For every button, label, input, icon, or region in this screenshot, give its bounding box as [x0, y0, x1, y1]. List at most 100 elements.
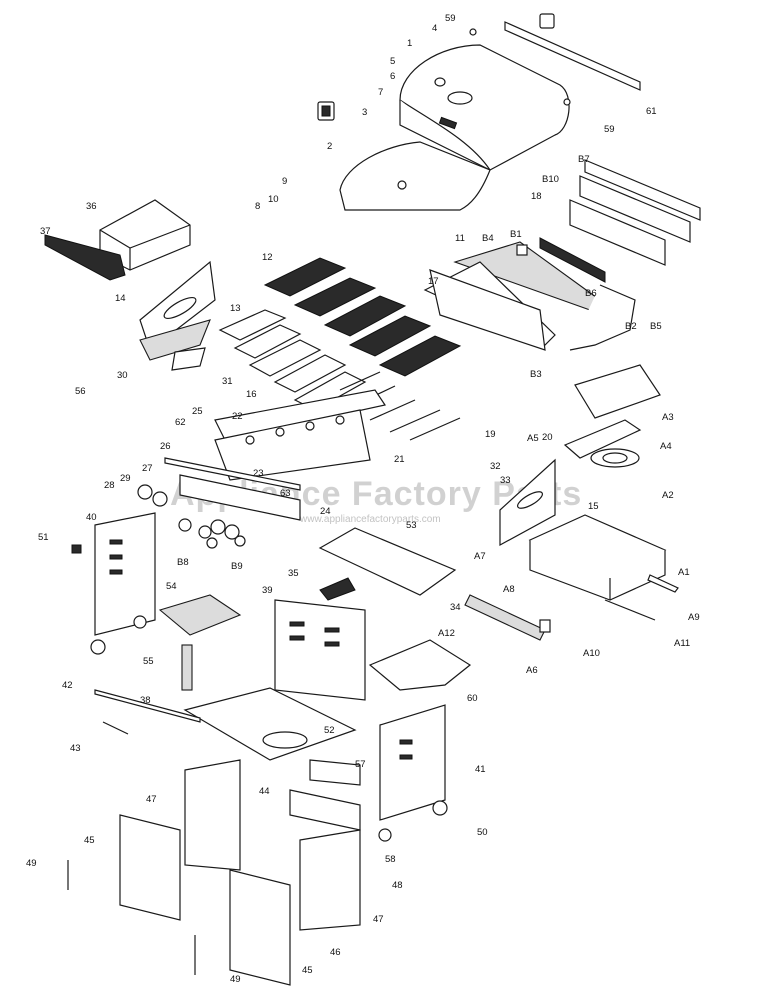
callout-B7: B7: [578, 154, 590, 165]
callout-59b: 59: [604, 124, 615, 135]
part-control-panel: [164, 457, 301, 521]
callout-52: 52: [324, 725, 335, 736]
callout-62: 62: [175, 417, 186, 428]
part-inner-lid: [339, 141, 491, 211]
callout-1: 1: [407, 38, 412, 49]
callout-48: 48: [392, 880, 403, 891]
callout-A4: A4: [660, 441, 672, 452]
callout-20: 20: [542, 432, 553, 443]
callout-38: 38: [140, 695, 151, 706]
callout-9: 9: [282, 176, 287, 187]
part-left-cart-panel: [71, 512, 156, 655]
callout-11: 11: [455, 233, 465, 244]
callout-A9: A9: [688, 612, 700, 623]
callout-A5: A5: [527, 433, 539, 444]
part-side-box: [44, 199, 191, 281]
part-door-hinges: [289, 759, 361, 831]
callout-42: 42: [62, 680, 73, 691]
callout-22: 22: [232, 411, 243, 422]
callout-18: 18: [531, 191, 542, 202]
callout-31: 31: [222, 376, 233, 387]
callout-6: 6: [390, 71, 395, 82]
callout-28: 28: [104, 480, 115, 491]
callout-35: 35: [288, 568, 299, 579]
callout-A11: A11: [674, 638, 690, 649]
callout-19: 19: [485, 429, 496, 440]
part-cart-base: [94, 687, 357, 761]
callout-45b: 45: [302, 965, 313, 976]
callout-56: 56: [75, 386, 86, 397]
part-back-panels: [569, 159, 701, 351]
callout-23: 23: [253, 468, 264, 479]
callout-30: 30: [117, 370, 128, 381]
callout-43: 43: [70, 743, 81, 754]
callout-40: 40: [86, 512, 97, 523]
callout-B2: B2: [625, 321, 637, 332]
callout-45a: 45: [84, 835, 95, 846]
callout-50: 50: [477, 827, 488, 838]
callout-B10: B10: [542, 174, 559, 185]
callout-B8: B8: [177, 557, 189, 568]
watermark-url: www.appliancefactoryparts.com: [299, 514, 441, 525]
callout-17: 17: [428, 276, 439, 287]
part-door-right: [194, 829, 361, 986]
part-left-firebox-side: [139, 260, 216, 371]
callout-41: 41: [475, 764, 486, 775]
callout-A6: A6: [526, 665, 538, 676]
part-bottom-shelf: [158, 594, 242, 691]
callout-13: 13: [230, 303, 241, 314]
callout-29: 29: [120, 473, 131, 484]
part-lid-handle: [469, 13, 641, 106]
callout-4: 4: [432, 23, 437, 34]
callout-A10: A10: [583, 648, 600, 659]
callout-B4: B4: [482, 233, 494, 244]
callout-34: 34: [450, 602, 461, 613]
callout-49a: 49: [26, 858, 37, 869]
callout-14: 14: [115, 293, 126, 304]
callout-B5: B5: [650, 321, 662, 332]
part-right-firebox-side: [499, 458, 556, 547]
callout-55: 55: [143, 656, 154, 667]
callout-26: 26: [160, 441, 171, 452]
callout-B6: B6: [585, 288, 597, 299]
callout-57: 57: [355, 759, 366, 770]
callout-51: 51: [38, 532, 49, 543]
part-side-shelf: [464, 574, 679, 641]
callout-B3: B3: [530, 369, 542, 380]
callout-53: 53: [406, 520, 417, 531]
callout-B1: B1: [510, 229, 522, 240]
part-heat-shield: [368, 639, 472, 691]
callout-44: 44: [259, 786, 270, 797]
callout-60: 60: [467, 693, 478, 704]
callout-27: 27: [142, 463, 153, 474]
callout-3: 3: [362, 107, 367, 118]
callout-16: 16: [246, 389, 257, 400]
callout-49b: 49: [230, 974, 241, 985]
callout-5: 5: [390, 56, 395, 67]
callout-47b: 47: [373, 914, 384, 925]
part-grease-tray: [318, 527, 457, 601]
callout-54: 54: [166, 581, 177, 592]
callout-47a: 47: [146, 794, 157, 805]
callout-A3: A3: [662, 412, 674, 423]
part-burners: [218, 309, 367, 411]
callout-15: 15: [588, 501, 599, 512]
part-right-cart-panel: [378, 704, 448, 842]
part-knobs: [137, 484, 246, 549]
part-back-cart-panel: [274, 599, 366, 701]
callout-63: 63: [280, 488, 291, 499]
part-side-burner-box: [528, 364, 667, 601]
callout-2: 2: [327, 141, 332, 152]
callout-B9: B9: [231, 561, 243, 572]
callout-10: 10: [268, 194, 279, 205]
callout-37: 37: [40, 226, 51, 237]
part-badge: [317, 101, 335, 121]
callout-46: 46: [330, 947, 341, 958]
callout-25: 25: [192, 406, 203, 417]
part-rotisserie-burner: [539, 237, 606, 283]
part-manifold: [214, 389, 386, 481]
callout-A8: A8: [503, 584, 515, 595]
callout-58: 58: [385, 854, 396, 865]
